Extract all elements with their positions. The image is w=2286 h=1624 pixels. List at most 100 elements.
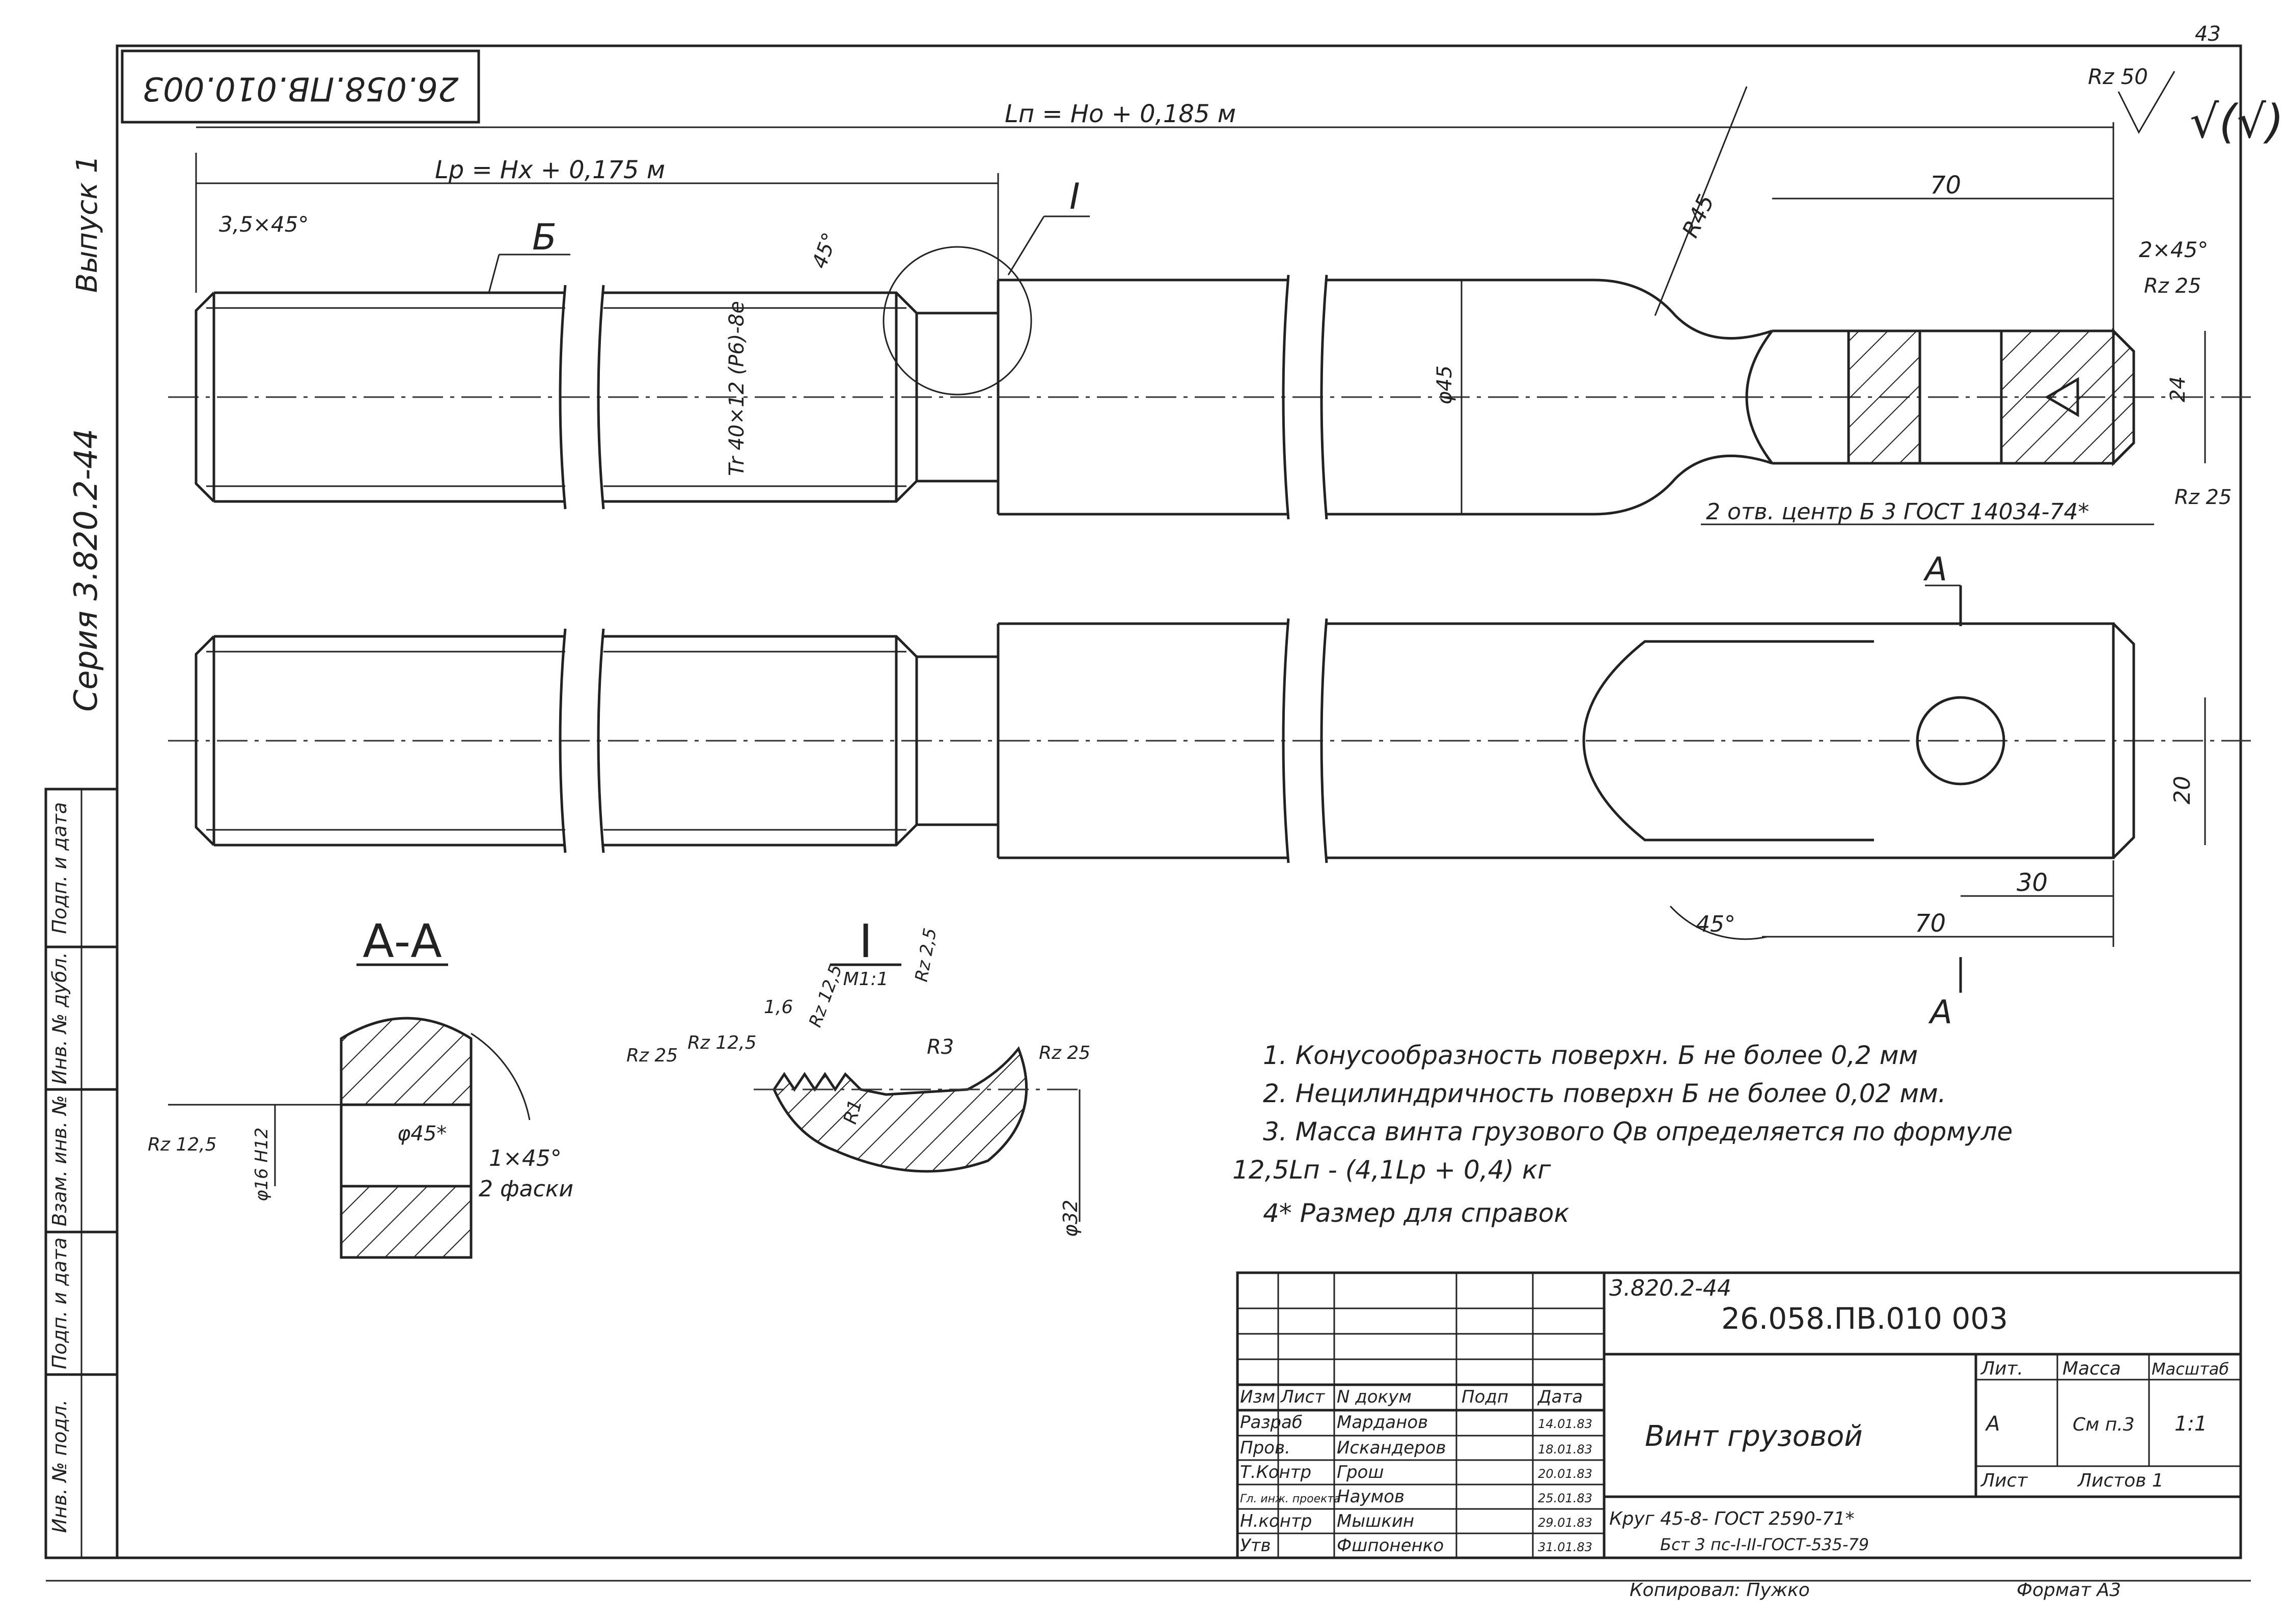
detail-phi32: φ32 (1059, 1200, 1082, 1237)
issue-label: Выпуск 1 (71, 155, 104, 293)
note-3: 3. Масса винта грузового Qв определяется… (1263, 1117, 2013, 1146)
tb-material-1: Круг 45-8- ГОСТ 2590-71* (1609, 1508, 1855, 1529)
tb-name-5: Мышкин (1337, 1511, 1414, 1531)
dim-70-bottom: 70 (1915, 909, 1946, 938)
tb-sheet: Лист (1980, 1470, 2028, 1491)
tb-lit: Лит. (1980, 1358, 2023, 1379)
detail-rz25-right: Rz 25 (1039, 1043, 1090, 1063)
tb-h-sign: Подп (1462, 1387, 1508, 1407)
dim-chamfer-right: 2×45° (2139, 237, 2208, 262)
detail-rz25-top: Rz 2,5 (911, 927, 941, 984)
detail-rz125-b: Rz 12,5 (805, 962, 846, 1030)
tb-role-4: Гл. инж. проекта (1240, 1493, 1341, 1505)
roughness-general: √(√) (2190, 95, 2284, 149)
section-a-top: А (1923, 551, 1947, 589)
section-aa-chamfer-note: 2 фаски (479, 1176, 573, 1202)
strip-label-dup: Инв. № дубл. (48, 952, 71, 1084)
radius-45: R45 (1677, 191, 1720, 242)
angle-45-top: 45° (808, 230, 842, 271)
tb-name-3: Грош (1337, 1462, 1384, 1482)
detail-i: I М1:1 Rz 25 Rz 12,5 1,6 Rz 12,5 Rz 2,5 … (626, 915, 1090, 1237)
dim-chamfer-left: 3,5×45° (219, 212, 309, 237)
tb-h-date: Дата (1537, 1387, 1583, 1407)
series-label: Серия 3.820.2-44 (67, 429, 104, 712)
dim-20: 20 (2169, 776, 2195, 804)
dim-30: 30 (2017, 869, 2048, 897)
dim-24: 24 (2166, 376, 2190, 402)
dim-ln: Lп = Hо + 0,185 м (1005, 100, 1236, 128)
tb-material-2: Бст 3 пс-I-II-ГОСТ-535-79 (1660, 1535, 1869, 1554)
tb-date-3: 20.01.83 (1538, 1467, 1592, 1481)
technical-notes: 1. Конусообразность поверхн. Б не более … (1232, 1041, 2013, 1228)
tb-mass: Масса (2062, 1358, 2121, 1379)
title-block: 3.820.2-44 26.058.ПВ.010 003 Винт грузов… (1236, 1271, 2242, 1601)
rz25-upper: Rz 25 (2144, 274, 2201, 298)
note-3-formula: 12,5Lп - (4,1Lр + 0,4) кг (1232, 1155, 1551, 1185)
rz50-label: Rz 50 (2088, 64, 2148, 89)
angle-45-bottom: 45° (1696, 911, 1736, 937)
doc-code-rotated: 26.058.ПВ.010.003 (142, 69, 458, 107)
section-a-bottom: А (1928, 994, 1952, 1031)
dim-lp: Lр = Hх + 0,175 м (435, 156, 665, 184)
tb-series: 3.820.2-44 (1609, 1275, 1731, 1301)
tb-h-list: Лист (1280, 1387, 1325, 1407)
strip-label-sign2: Подп. и дата (48, 802, 71, 934)
surface-b-label: Б (532, 216, 557, 258)
section-aa-title: А-А (363, 915, 442, 968)
detail-i-scale: М1:1 (843, 969, 889, 990)
tb-lit-val: А (1985, 1412, 2000, 1436)
tb-date-1: 14.01.83 (1538, 1417, 1592, 1431)
tb-role-6: Утв (1240, 1535, 1271, 1556)
sheet-number: 43 (2195, 22, 2221, 46)
tb-name-4: Наумов (1337, 1487, 1404, 1507)
thread-spec: Tr 40×12 (P6)-8e (725, 301, 749, 476)
section-aa-dia: φ45* (397, 1122, 447, 1145)
strip-label-sign1: Подп. и дата (48, 1238, 71, 1369)
strip-label-replace: Взам. инв. № (48, 1095, 71, 1226)
tb-name: Винт грузовой (1645, 1420, 1863, 1453)
tb-date-5: 29.01.83 (1538, 1516, 1592, 1530)
tb-h-izm: Изм (1240, 1387, 1275, 1407)
doc-code-box (121, 49, 480, 124)
dim-70-top: 70 (1930, 171, 1961, 200)
tb-role-2: Пров. (1240, 1438, 1290, 1458)
tb-name-6: Фшпоненко (1337, 1535, 1444, 1556)
screw-bottom-view (168, 618, 2251, 863)
left-strip: Инв. № подл. Подп. и дата Взам. инв. № И… (44, 788, 119, 1559)
tb-name-2: Искандеров (1337, 1438, 1446, 1458)
section-aa-rz: Rz 12,5 (148, 1134, 217, 1155)
detail-mark-top: I (1069, 176, 1080, 217)
tb-mass-val: См п.3 (2073, 1414, 2135, 1435)
tb-sheets: Листов 1 (2077, 1470, 2164, 1491)
bottom-dimensions: А А 20 30 70 45° (1669, 551, 2206, 1031)
detail-i-title: I (859, 915, 873, 968)
dim-phi45: φ45 (1433, 366, 1456, 405)
tb-date-2: 18.01.83 (1538, 1442, 1592, 1457)
detail-rz125-a: Rz 12,5 (687, 1032, 757, 1053)
top-dimensions: Lп = Hо + 0,185 м Lр = Hх + 0,175 м 3,5×… (195, 64, 2284, 525)
note-4: 4* Размер для справок (1263, 1198, 1569, 1228)
tb-copied: Копировал: Пужко (1630, 1580, 1810, 1601)
tb-date-6: 31.01.83 (1538, 1540, 1592, 1554)
detail-r3: R3 (927, 1035, 954, 1059)
tb-role-3: Т.Контр (1240, 1462, 1311, 1482)
tb-date-4: 25.01.83 (1538, 1491, 1592, 1505)
note-1: 1. Конусообразность поверхн. Б не более … (1263, 1041, 1918, 1070)
section-aa-hole: φ16 H12 (252, 1128, 272, 1201)
detail-rz25-left: Rz 25 (626, 1045, 678, 1066)
section-aa: А-А φ45* 1×45° 2 фаски φ16 H12 Rz 12,5 (148, 915, 573, 1259)
tb-scale-val: 1:1 (2174, 1412, 2207, 1436)
note-2: 2. Нецилиндричность поверхн Б не более 0… (1263, 1079, 1946, 1108)
tb-h-doc: N докум (1337, 1387, 1412, 1407)
tb-code: 26.058.ПВ.010 003 (1721, 1301, 2008, 1336)
tb-role-1: Разраб (1240, 1412, 1303, 1433)
screw-top-view (168, 246, 2251, 520)
rz25-lower: Rz 25 (2174, 486, 2232, 509)
tb-scale-h: Масштаб (2152, 1359, 2229, 1379)
section-aa-chamfer: 1×45° (489, 1145, 562, 1171)
centers-note: 2 отв. центр Б 3 ГОСТ 14034-74* (1706, 499, 2089, 525)
strip-label-inv: Инв. № подл. (48, 1399, 71, 1533)
tb-format: Формат А3 (2017, 1580, 2121, 1601)
tb-name-1: Марданов (1337, 1412, 1428, 1433)
